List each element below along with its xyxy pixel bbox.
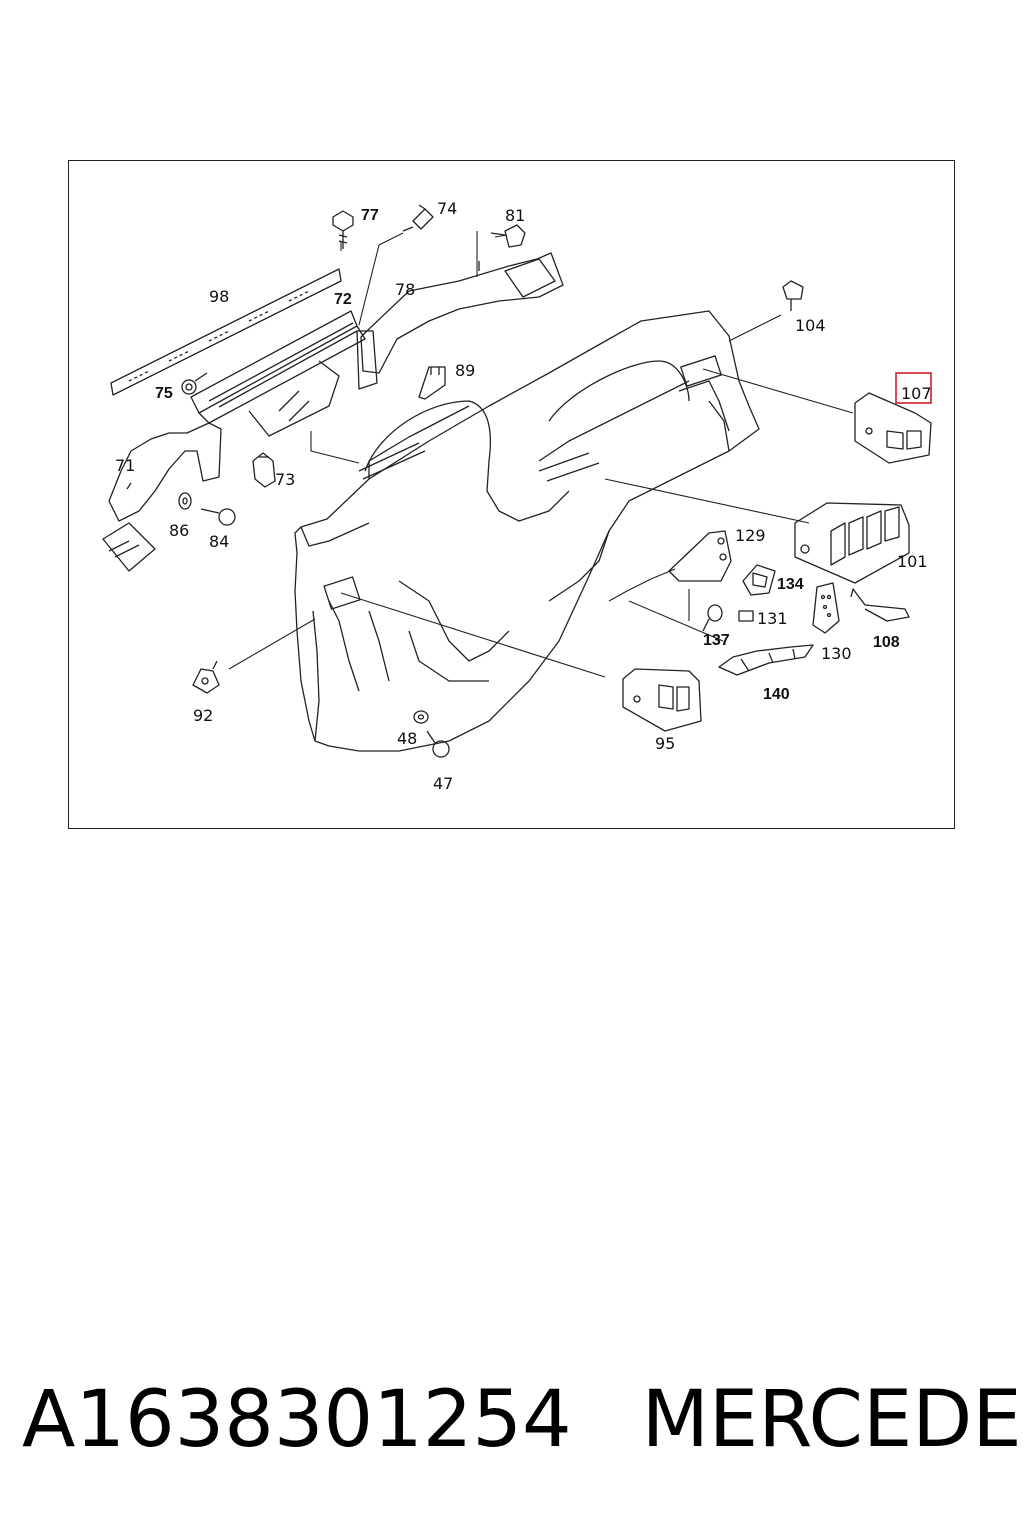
leader-lines [228,231,854,678]
callout-107: 107 [901,384,932,403]
washer-48 [413,710,429,724]
callout-78: 78 [395,280,415,299]
callout-131: 131 [757,609,788,628]
clip-131 [738,610,754,622]
callout-89: 89 [455,361,475,380]
callout-98: 98 [209,287,229,306]
clip-74 [402,204,434,232]
callout-92: 92 [193,706,213,725]
part-number: A1638301254 [22,1375,572,1465]
clip-104 [782,280,804,311]
callout-108: 108 [873,634,900,651]
callout-77: 77 [361,207,379,224]
callout-81: 81 [505,206,525,225]
switch-130 [812,582,840,634]
mounting-bracket-140 [718,644,814,676]
windshield-trim-strip-98 [110,268,342,396]
callout-101: 101 [897,552,928,571]
side-air-duct-71 [102,422,222,572]
callout-72: 72 [334,291,352,308]
switch-134 [742,564,776,596]
brand-name: MERCEDES [641,1375,1024,1465]
callout-71: 71 [115,456,135,475]
screw-47 [426,730,450,758]
screw-137 [702,604,723,632]
callout-129: 129 [735,526,766,545]
callout-104: 104 [795,316,826,335]
air-duct-78 [356,252,564,390]
callout-48: 48 [397,729,417,748]
callout-95: 95 [655,734,675,753]
bolt-77 [332,210,354,249]
callout-73: 73 [275,470,295,489]
dashboard-panel [294,310,760,752]
air-vent-107 [854,392,932,464]
callout-74: 74 [437,199,457,218]
grommet-75 [181,372,208,395]
part-caption: A1638301254 MERCEDES [22,1370,1024,1470]
dashboard-exploded-diagram: 77 74 81 98 72 78 104 89 75 107 71 73 86… [102,199,932,793]
parts-diagram-frame: 77 74 81 98 72 78 104 89 75 107 71 73 86… [68,160,955,829]
nut-86 [178,492,192,510]
callout-labels: 77 74 81 98 72 78 104 89 75 107 71 73 86… [115,199,932,793]
bracket-108 [850,588,910,622]
callout-84: 84 [209,532,229,551]
callout-86: 86 [169,521,189,540]
highlighted-callout-box [895,372,932,404]
bracket-129 [668,530,732,582]
callout-137: 137 [703,632,730,649]
clip-92 [192,660,220,694]
callout-140: 140 [763,686,790,703]
callout-130: 130 [821,644,852,663]
nozzle-73 [252,452,276,488]
screw-81 [490,224,526,248]
bracket-89 [418,366,446,400]
callout-134: 134 [777,576,804,593]
air-vent-95 [622,668,702,732]
bolt-84 [200,508,236,526]
defroster-grille-72 [190,310,366,437]
callout-75: 75 [155,385,173,402]
callout-47: 47 [433,774,453,793]
air-vent-101 [794,502,910,584]
